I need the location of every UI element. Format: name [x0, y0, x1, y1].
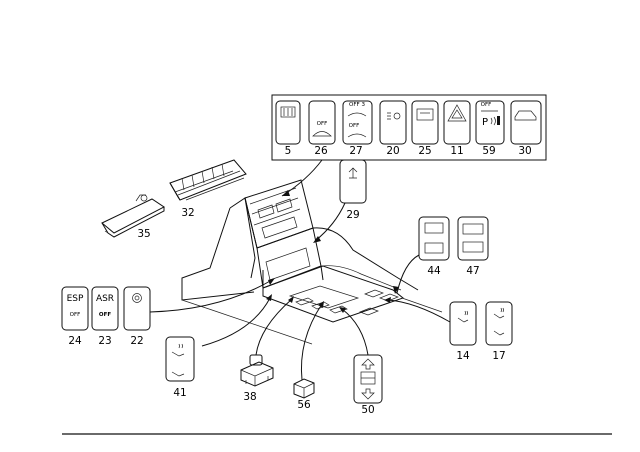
callout-44: 44 [427, 265, 441, 277]
part-35-trim-strip: 35 [101, 194, 165, 240]
callout-29: 29 [346, 209, 359, 221]
callout-24: 24 [68, 335, 82, 347]
callout-32: 32 [181, 207, 194, 219]
switch-59-p-text: P [482, 117, 488, 128]
callout-41: 41 [173, 387, 186, 399]
callout-5: 5 [285, 145, 292, 157]
callout-56: 56 [297, 399, 311, 411]
switch-strip: 5 OFF 26 OFF 3 OFF 27 20 [271, 94, 547, 161]
switch-29: 29 [313, 159, 367, 243]
part-56-switch: 56 [293, 378, 315, 411]
callout-50: 50 [361, 404, 374, 416]
callout-59: 59 [482, 145, 495, 157]
switch-50-sunroof: 50 [353, 354, 383, 416]
callout-17: 17 [492, 350, 505, 362]
callout-11: 11 [450, 145, 463, 157]
switch-27-off-text: OFF [349, 123, 360, 129]
part-38-switch: 38 [240, 354, 274, 403]
switch-27: OFF 3 OFF 27 [342, 100, 373, 157]
center-console [181, 179, 443, 345]
switch-11-hazard: 11 [443, 100, 471, 157]
switch-26: OFF 26 [308, 100, 336, 157]
switch-26-off-text: OFF [317, 121, 328, 127]
switch-24-off-text: OFF [70, 312, 81, 318]
switch-23-off-text: OFF [99, 312, 111, 318]
switch-23-asr-text: ASR [96, 294, 114, 304]
callout-26: 26 [314, 145, 328, 157]
switch-25-window: 25 [411, 100, 439, 157]
switch-59-off-text: OFF [481, 102, 492, 108]
switch-41-seat-heating: 41 [165, 336, 195, 399]
switch-27-off3-text: OFF 3 [349, 102, 365, 108]
switch-23-asr: ASR OFF 23 [91, 286, 119, 347]
switch-44: 44 [418, 216, 450, 277]
callout-22: 22 [130, 335, 143, 347]
callout-47: 47 [466, 265, 479, 277]
switch-59-park-distance: OFF P 59 [475, 100, 505, 157]
callout-20: 20 [386, 145, 399, 157]
switch-30-alarm: 30 [510, 100, 542, 157]
callout-25: 25 [418, 145, 431, 157]
switch-20-park-distance: 20 [379, 100, 407, 157]
switch-24-esp: ESP OFF 24 [61, 286, 89, 347]
switch-24-esp-text: ESP [67, 294, 84, 304]
switch-47: 47 [457, 216, 489, 277]
callout-23: 23 [98, 335, 111, 347]
callout-30: 30 [518, 145, 531, 157]
part-32-switch-housing: 32 [169, 159, 247, 219]
callout-35: 35 [137, 228, 150, 240]
callout-38: 38 [243, 391, 256, 403]
switch-14-seat-heating: 14 [449, 301, 477, 362]
switch-5-rear-defrost: 5 [275, 100, 301, 157]
callout-27: 27 [349, 145, 362, 157]
switch-22: 22 [123, 286, 151, 347]
callout-14: 14 [456, 350, 470, 362]
switch-17-seat-heating: 17 [485, 301, 513, 362]
